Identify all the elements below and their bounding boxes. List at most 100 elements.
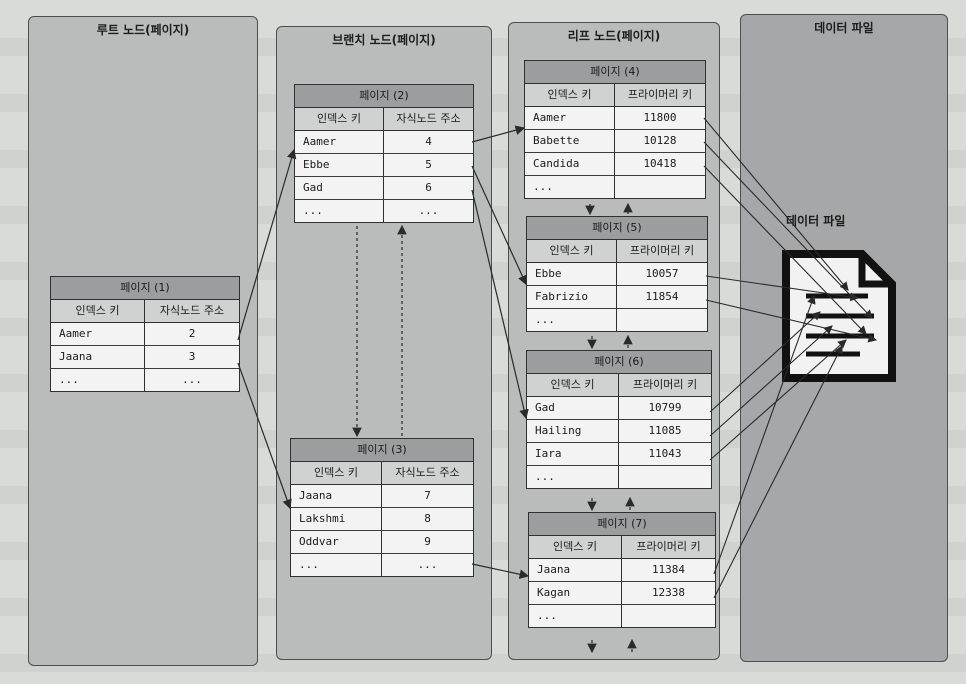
page-title: 페이지 (4) (525, 61, 705, 84)
value-cell: 10057 (645, 267, 679, 280)
index-key-header: 인덱스 키 (527, 374, 619, 396)
value-cell: 7 (424, 489, 431, 502)
arrow-p3-to-p7 (471, 563, 530, 579)
value-cell: 10799 (648, 401, 682, 414)
table-header: 인덱스 키 프라이머리 키 (525, 84, 705, 107)
table-row: Lakshmi 8 (291, 508, 473, 531)
index-key-cell: Oddvar (291, 531, 382, 553)
value-cell: 10128 (643, 134, 677, 147)
value-header: 프라이머리 키 (632, 378, 698, 391)
index-key-cell: Jaana (51, 346, 145, 368)
arrow-p2-to-p5 (471, 165, 527, 286)
arrow-hailing-to-file (709, 325, 833, 437)
index-key-cell: Kagan (529, 582, 622, 604)
table-header: 인덱스 키 자식노드 주소 (295, 108, 473, 131)
table-row: Candida 10418 (525, 153, 705, 176)
index-key-header: 인덱스 키 (525, 84, 615, 106)
index-key-cell: Fabrizio (527, 286, 617, 308)
value-header: 자식노드 주소 (396, 112, 461, 125)
index-key-cell: Lakshmi (291, 508, 382, 530)
index-key-cell: ... (525, 176, 615, 198)
arrow-p2-to-p4 (471, 125, 526, 143)
value-header: 자식노드 주소 (395, 466, 460, 479)
value-cell: ... (418, 204, 439, 217)
page-title: 페이지 (7) (529, 513, 715, 536)
data-file-label: 데이터 파일 (786, 214, 846, 228)
table-row: Gad 10799 (527, 397, 711, 420)
value-header: 프라이머리 키 (627, 88, 693, 101)
index-key-cell: Iara (527, 443, 619, 465)
value-cell: 8 (424, 512, 431, 525)
value-cell: 2 (188, 327, 196, 340)
table-row: Kagan 12338 (529, 582, 715, 605)
data-file-icon (782, 250, 896, 382)
arrow-p2-to-p6 (471, 189, 529, 420)
value-cell: 11043 (648, 447, 682, 460)
value-header: 자식노드 주소 (159, 304, 225, 317)
arrow-kagan-to-file (713, 345, 843, 599)
page-title: 페이지 (1) (51, 277, 239, 300)
table-row: Gad 6 (295, 177, 473, 200)
value-header: 프라이머리 키 (636, 540, 701, 553)
value-cell: 11800 (643, 111, 677, 124)
table-row: ... (525, 176, 705, 198)
index-key-header: 인덱스 키 (295, 108, 384, 130)
table-row: ... (529, 605, 715, 627)
page-title: 페이지 (6) (527, 351, 711, 374)
arrow-aamer-to-file (703, 117, 849, 291)
index-key-header: 인덱스 키 (51, 300, 145, 322)
arrow-p1-to-p2 (237, 148, 297, 341)
page-title: 페이지 (2) (295, 85, 473, 108)
index-key-cell: Hailing (527, 420, 619, 442)
index-key-cell: Jaana (529, 559, 622, 581)
index-key-cell: Gad (527, 397, 619, 419)
table-row: Iara 11043 (527, 443, 711, 466)
table-row: Jaana 3 (51, 346, 239, 369)
value-cell: 10418 (643, 157, 677, 170)
arrow-babette-to-file (703, 141, 873, 319)
index-key-cell: Aamer (295, 131, 384, 153)
table-row: Jaana 11384 (529, 559, 715, 582)
index-key-cell: Babette (525, 130, 615, 152)
index-key-cell: Candida (525, 153, 615, 175)
index-key-header: 인덱스 키 (529, 536, 622, 558)
arrow-fabrizio-to-file (705, 299, 878, 343)
root-column-title: 루트 노드(페이지) (96, 23, 190, 37)
value-header: 프라이머리 키 (629, 244, 695, 257)
value-cell: 11085 (648, 424, 682, 437)
arrow-iara-to-file (709, 339, 847, 461)
table-row: ... (527, 466, 711, 488)
table-row: Babette 10128 (525, 130, 705, 153)
index-key-header: 인덱스 키 (291, 462, 382, 484)
value-cell: 11384 (651, 563, 686, 576)
index-key-cell: Aamer (51, 323, 145, 345)
value-cell: 6 (425, 181, 432, 194)
value-cell: 12338 (651, 586, 686, 599)
page-title: 페이지 (3) (291, 439, 473, 462)
index-key-cell: ... (291, 554, 382, 576)
value-cell: 3 (188, 350, 196, 363)
index-key-cell: Gad (295, 177, 384, 199)
arrow-ebbe-to-file (705, 275, 860, 302)
page-title: 페이지 (5) (527, 217, 707, 240)
value-cell: 4 (425, 135, 432, 148)
table-row: ... (527, 309, 707, 331)
arrow-jaana-to-file (713, 294, 816, 575)
index-key-cell: ... (529, 605, 622, 627)
table-header: 인덱스 키 자식노드 주소 (291, 462, 473, 485)
index-key-header: 인덱스 키 (527, 240, 617, 262)
table-header: 인덱스 키 프라이머리 키 (527, 374, 711, 397)
table-row: Hailing 11085 (527, 420, 711, 443)
value-cell: ... (182, 373, 202, 386)
value-cell: ... (417, 558, 438, 571)
